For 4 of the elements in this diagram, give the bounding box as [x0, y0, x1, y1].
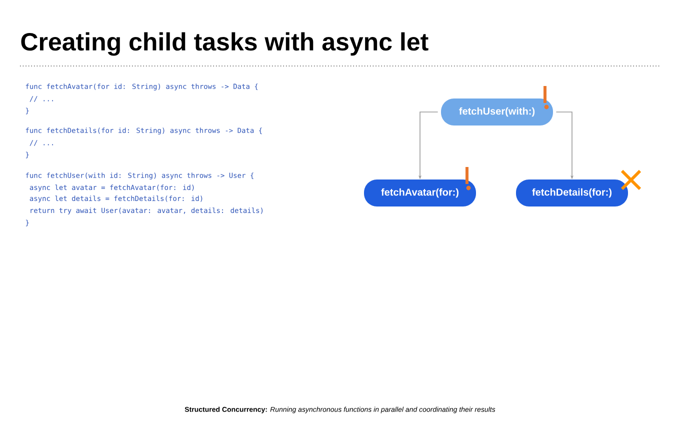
function-pill: fetchAvatar(for:) [364, 180, 476, 206]
slide-title: Creating child tasks with async let [21, 32, 428, 56]
function-pill: fetchDetails(for:) [516, 180, 628, 206]
function-pill: fetchUser(with:) [441, 98, 553, 126]
